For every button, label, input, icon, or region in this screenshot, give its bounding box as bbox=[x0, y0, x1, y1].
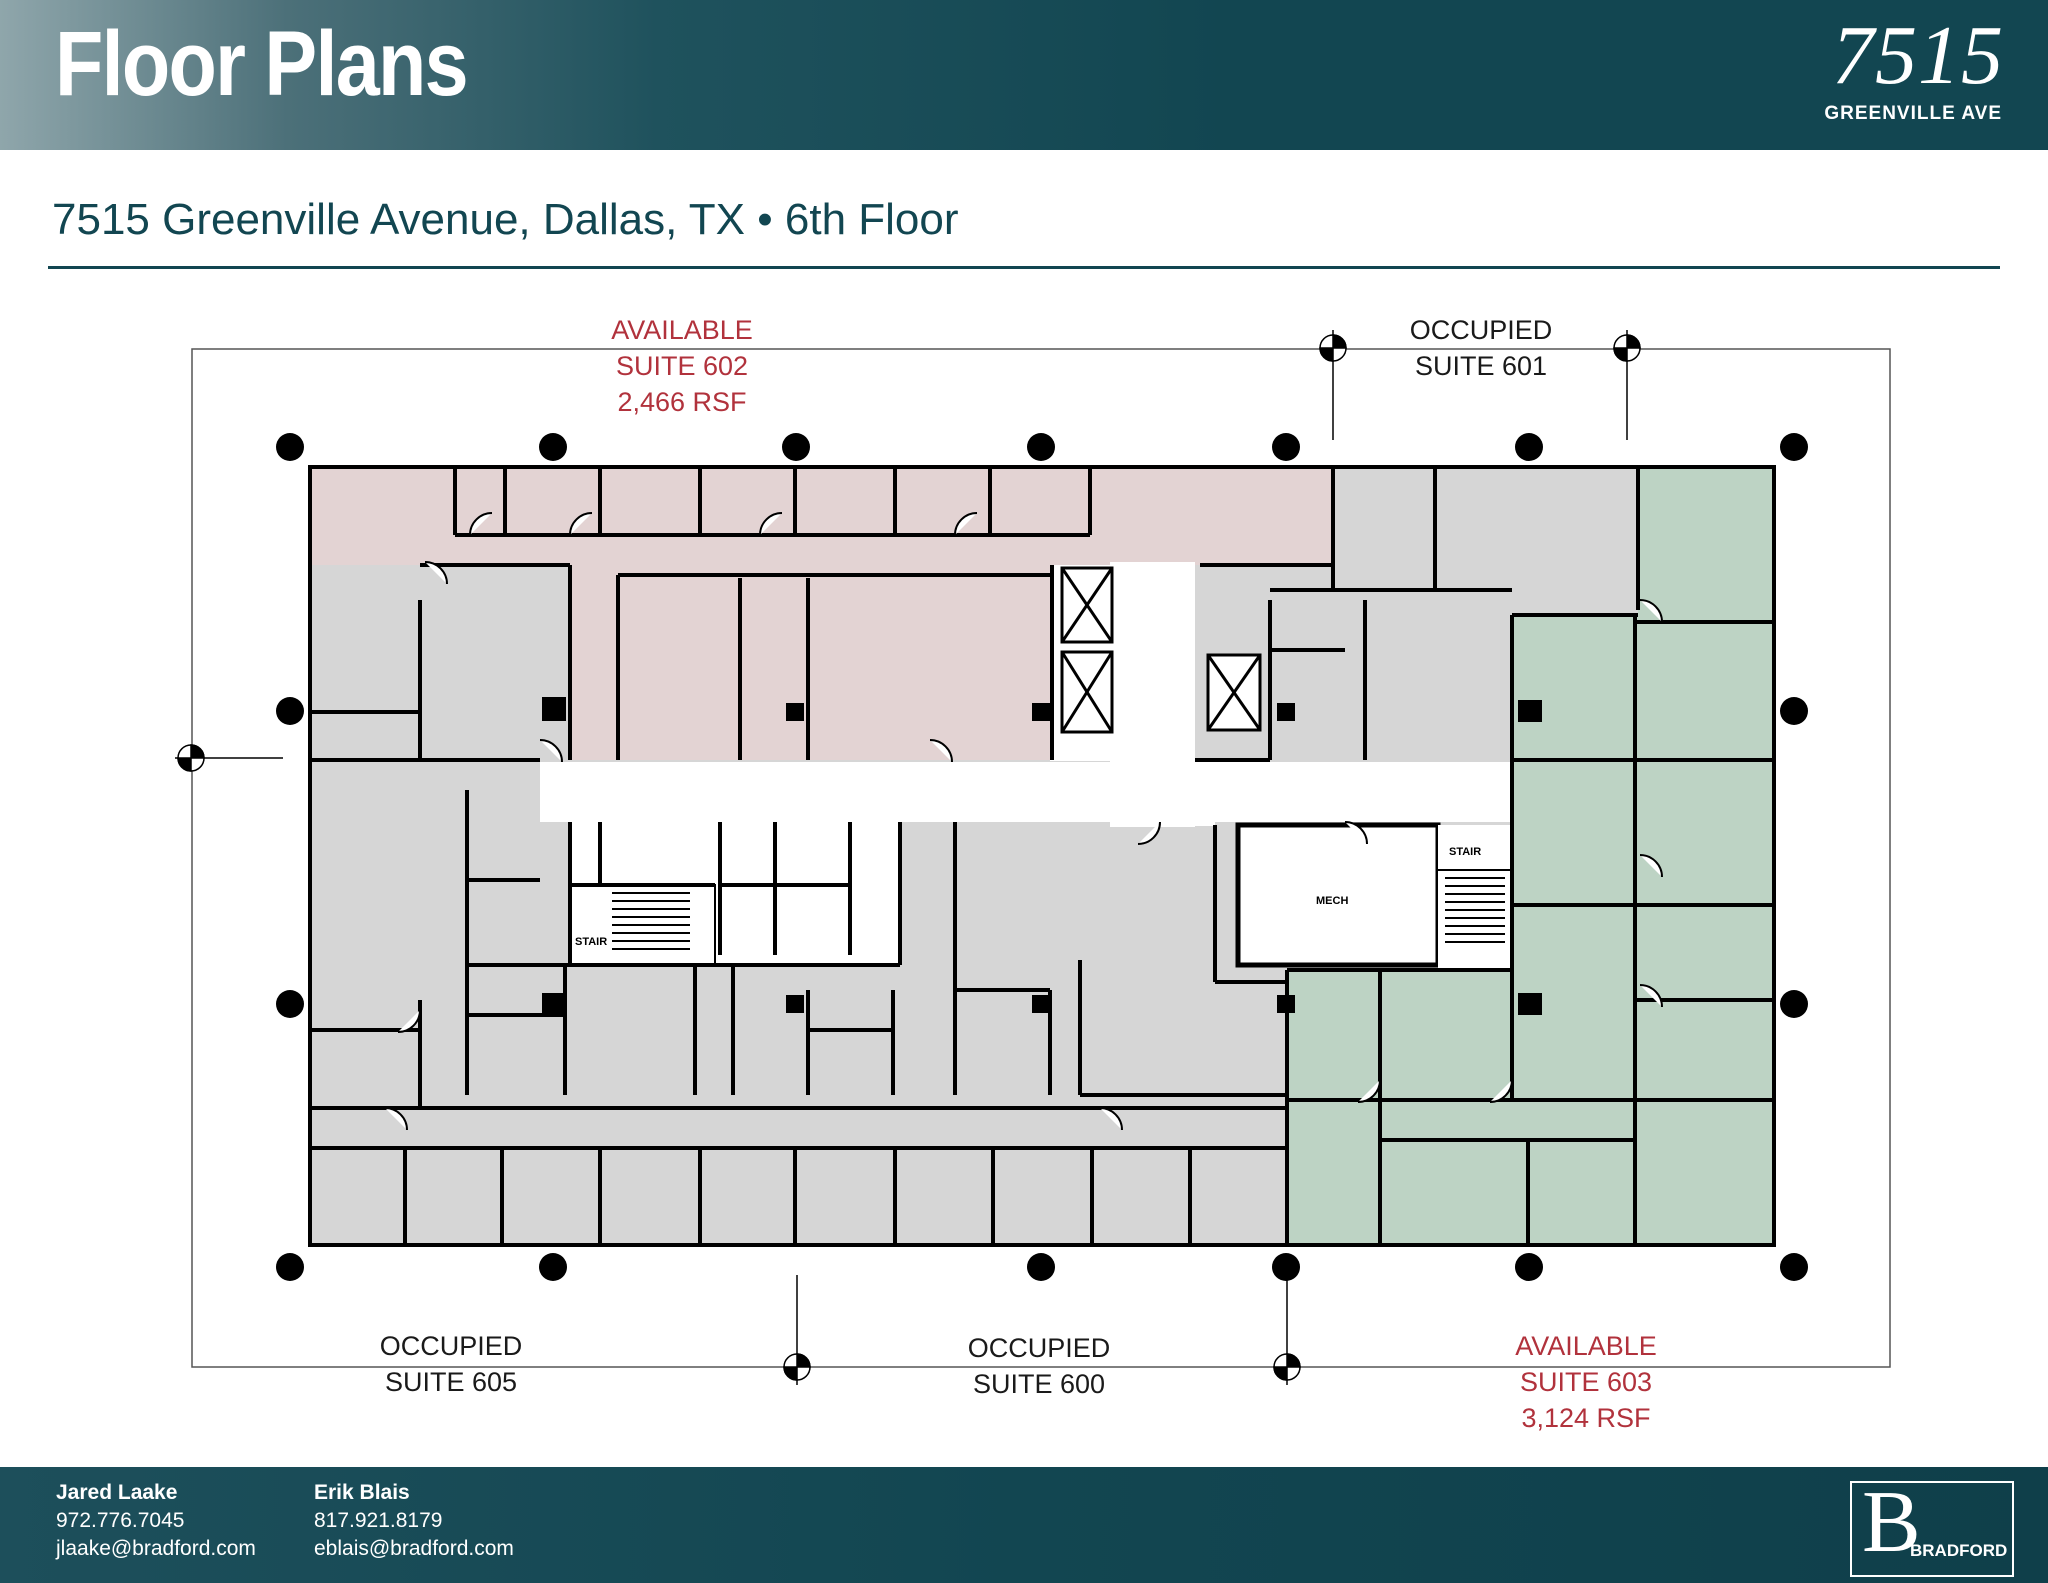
suite-603-label: AVAILABLE SUITE 603 3,124 RSF bbox=[1515, 1328, 1657, 1436]
contact-phone[interactable]: 972.776.7045 bbox=[56, 1509, 185, 1532]
suite-603-number: SUITE 603 bbox=[1519, 1367, 1653, 1397]
contact-card: Jared Laake 972.776.7045 jlaake@bradford… bbox=[56, 1479, 256, 1563]
core-lobby bbox=[1110, 562, 1195, 827]
mech-label: MECH bbox=[1316, 895, 1348, 907]
bradford-logo-letter: B bbox=[1862, 1474, 1921, 1571]
page-title: Floor Plans bbox=[55, 13, 469, 115]
elevator-shafts bbox=[1060, 566, 1262, 734]
building-logo-street: GREENVILLE AVE bbox=[1824, 103, 2002, 124]
building-logo-number: 7515 bbox=[1832, 9, 2004, 102]
suite-601-number: SUITE 601 bbox=[1414, 351, 1548, 381]
suite-600-label: OCCUPIED SUITE 600 bbox=[968, 1330, 1111, 1402]
stair-core-right bbox=[1438, 825, 1512, 970]
perimeter-columns bbox=[276, 433, 1808, 1281]
mech-room bbox=[1235, 822, 1441, 968]
site-outline bbox=[191, 348, 1891, 1368]
bradford-logo: B BRADFORD bbox=[1850, 1474, 2014, 1577]
corridor bbox=[540, 762, 1512, 826]
suite-602-area bbox=[310, 467, 1333, 760]
footer-banner: Jared Laake 972.776.7045 jlaake@bradford… bbox=[0, 1467, 2048, 1583]
structural-columns bbox=[542, 697, 1542, 1015]
suite-605-status: OCCUPIED bbox=[379, 1331, 523, 1361]
suite-600-number: SUITE 600 bbox=[972, 1369, 1106, 1399]
subtitle-divider bbox=[48, 266, 2000, 269]
building-perimeter bbox=[308, 465, 1776, 1247]
suite-605-label: OCCUPIED SUITE 605 bbox=[380, 1328, 523, 1400]
suite-601-label: OCCUPIED SUITE 601 bbox=[1410, 312, 1553, 384]
contact-email[interactable]: jlaake@bradford.com bbox=[56, 1537, 256, 1560]
suite-602-status: AVAILABLE bbox=[611, 315, 753, 345]
suite-602-label: AVAILABLE SUITE 602 2,466 RSF bbox=[611, 312, 753, 420]
suite-603-status: AVAILABLE bbox=[1515, 1331, 1657, 1361]
suite-601-status: OCCUPIED bbox=[1409, 315, 1553, 345]
suite-603-area bbox=[1287, 467, 1774, 1245]
contact-name: Jared Laake bbox=[56, 1481, 178, 1504]
stairs bbox=[569, 869, 1512, 966]
contact-card: Erik Blais 817.921.8179 eblais@bradford.… bbox=[314, 1479, 514, 1563]
door-swings bbox=[384, 512, 1663, 1131]
bradford-logo-text: BRADFORD bbox=[1910, 1541, 2008, 1560]
contact-phone[interactable]: 817.921.8179 bbox=[314, 1509, 443, 1532]
survey-markers bbox=[175, 330, 1641, 1385]
stair-right-label: STAIR bbox=[1449, 846, 1481, 858]
stair-left-label: STAIR bbox=[575, 936, 607, 948]
suite-600-status: OCCUPIED bbox=[967, 1333, 1111, 1363]
suite-602-number: SUITE 602 bbox=[615, 351, 749, 381]
contact-name: Erik Blais bbox=[314, 1481, 410, 1504]
header-banner: Floor Plans 7515 GREENVILLE AVE bbox=[0, 0, 2048, 150]
suite-605-number: SUITE 605 bbox=[384, 1367, 518, 1397]
suite-603-area: 3,124 RSF bbox=[1521, 1403, 1651, 1433]
suite-602-area: 2,466 RSF bbox=[617, 387, 747, 417]
address-subtitle: 7515 Greenville Avenue, Dallas, TX • 6th… bbox=[52, 195, 959, 244]
contact-email[interactable]: eblais@bradford.com bbox=[314, 1537, 514, 1560]
